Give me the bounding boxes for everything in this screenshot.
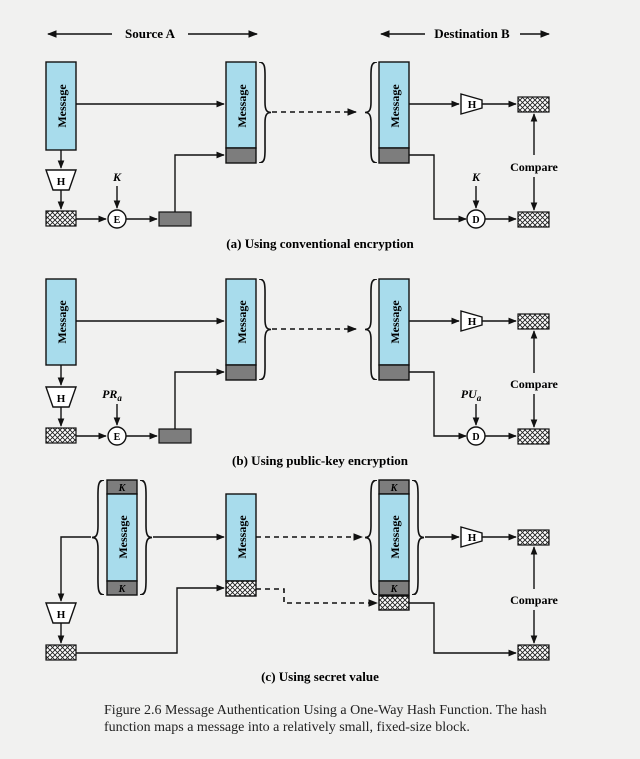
key-label: K: [390, 483, 399, 494]
encrypted-hash-block: [158, 211, 192, 227]
hash-function: [460, 93, 483, 115]
hash-code-block: [517, 644, 550, 661]
message-label: Message: [235, 300, 249, 344]
message-box: [225, 493, 257, 582]
message-label: Message: [235, 84, 249, 128]
hash-label: H: [468, 99, 477, 111]
public-key-label: PUa: [461, 387, 482, 403]
panel-c: K Message K H Message K Message K H: [45, 479, 559, 684]
source-label: Source A: [125, 26, 176, 41]
hash-function: [45, 386, 77, 408]
destination-label: Destination B: [434, 26, 510, 41]
encrypt-label: E: [114, 215, 121, 226]
hash-code-block: [45, 427, 77, 444]
private-key-label: PRa: [102, 387, 122, 403]
panel-caption: (a) Using conventional encryption: [226, 236, 414, 251]
hash-code-block: [517, 313, 550, 330]
secret-key-block: [106, 580, 138, 596]
message-box: [45, 61, 77, 151]
appended-block: [225, 364, 257, 381]
message-label: Message: [55, 300, 69, 344]
message-label: Message: [388, 84, 402, 128]
message-label: Message: [388, 515, 402, 559]
hash-code-block: [45, 210, 77, 227]
message-box: [106, 493, 138, 582]
secret-key-block: [378, 580, 410, 596]
hash-label: H: [468, 316, 477, 328]
hash-code-block: [517, 428, 550, 445]
hash-function: [45, 169, 77, 191]
hash-label: H: [57, 393, 66, 405]
source-header: Source A: [47, 26, 258, 41]
hash-label: H: [57, 176, 66, 188]
hash-code-block: [517, 529, 550, 546]
hash-label: H: [57, 609, 66, 621]
appended-block: [378, 364, 410, 381]
message-box: [225, 278, 257, 366]
hash-code-block: [45, 644, 77, 661]
decrypt-label: D: [472, 215, 479, 226]
message-box: [378, 493, 410, 582]
message-label: Message: [388, 300, 402, 344]
decrypt-label: D: [472, 432, 479, 443]
hash-function: [45, 602, 77, 624]
hash-function: [460, 310, 483, 332]
figure-caption: Figure 2.6 Message Authentication Using …: [104, 703, 547, 735]
message-box: [378, 278, 410, 366]
hash-code-block: [378, 595, 410, 611]
hash-code-block: [517, 211, 550, 228]
compare-label: Compare: [510, 377, 558, 391]
compare-label: Compare: [510, 160, 558, 174]
panel-a: Message H E K Message Message H: [45, 61, 559, 251]
key-label: K: [118, 584, 127, 595]
hash-label: H: [468, 532, 477, 544]
hash-function: [460, 526, 483, 548]
compare-label: Compare: [510, 593, 558, 607]
hash-code-block: [225, 580, 257, 597]
panel-caption: (b) Using public-key encryption: [232, 453, 409, 468]
key-label: K: [390, 584, 399, 595]
key-label: K: [112, 170, 122, 184]
key-label: K: [471, 170, 481, 184]
key-label: K: [118, 483, 127, 494]
panel-caption: (c) Using secret value: [261, 669, 379, 684]
appended-block: [378, 147, 410, 164]
panel-b: Message H E PRa Message Message H D PUa: [45, 278, 559, 468]
message-label: Message: [55, 84, 69, 128]
encrypted-hash-block: [158, 428, 192, 444]
appended-block: [225, 147, 257, 164]
hash-code-block: [517, 96, 550, 113]
message-label: Message: [116, 515, 130, 559]
message-label: Message: [235, 515, 249, 559]
destination-header: Destination B: [380, 26, 550, 41]
encrypt-label: E: [114, 432, 121, 443]
